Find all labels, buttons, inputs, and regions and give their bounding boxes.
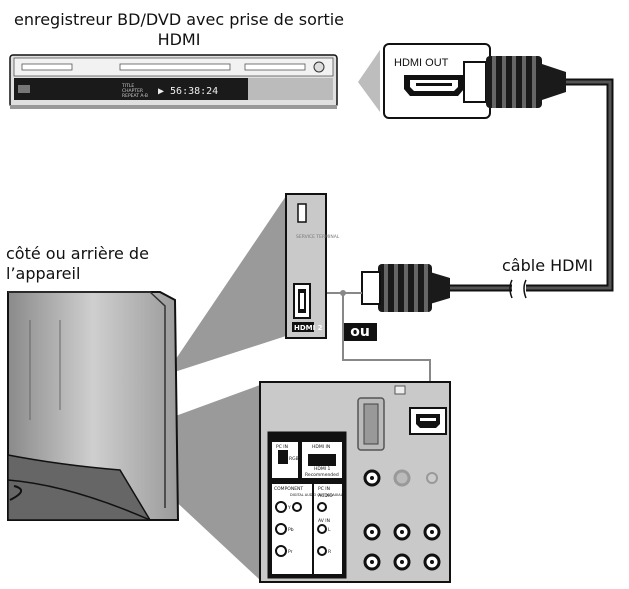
recorder-display-row-3: REPEAT A-B xyxy=(122,93,148,99)
recorder-zoom-arrow xyxy=(358,50,380,112)
side-zoom-beam xyxy=(165,196,286,375)
hdmi-plug-side xyxy=(361,264,450,312)
pc-in-audio-label: PC IN xyxy=(318,486,330,492)
tv-rear-panel xyxy=(259,381,451,583)
y-label: Y xyxy=(287,505,291,511)
recorder-display-row-1: TITLE xyxy=(121,83,134,89)
recommended-label: Recommended xyxy=(305,472,339,478)
cable-break xyxy=(509,279,527,299)
tv-side-label: côté ou arrière de l’appareil xyxy=(6,244,149,283)
av-in-label: AV IN xyxy=(318,518,330,524)
recorder-display-row-2: CHAPTER xyxy=(122,88,143,94)
device-label: enregistreur BD/DVD avec prise de sortie… xyxy=(14,10,345,49)
hdmi-plug-top xyxy=(463,56,566,108)
pr-label: Pr xyxy=(288,549,293,555)
cable-label: câble HDMI xyxy=(502,256,594,275)
component-label: COMPONENT xyxy=(274,486,303,492)
l-label: L xyxy=(328,527,331,533)
audio-label: AUDIO xyxy=(318,493,333,499)
rgb-label: RGB xyxy=(289,456,299,462)
pb-label: Pb xyxy=(288,527,294,533)
tv-side-panel xyxy=(285,193,327,339)
hdmi-2-label: HDMI 2 xyxy=(294,324,323,332)
bd-dvd-recorder xyxy=(9,54,338,109)
hdmi-in-label: HDMI IN xyxy=(312,444,330,450)
hdmi-out-label: HDMI OUT xyxy=(394,57,449,69)
pc-in-label: PC IN xyxy=(276,444,288,450)
hdmi-1-label: HDMI 1 xyxy=(314,466,330,472)
digital-audio-label: DIGITAL AUDIO OUT (COAXIAL) xyxy=(290,493,345,497)
service-terminal-label: SERVICE TERMINAL xyxy=(296,234,340,240)
tv-body xyxy=(7,291,180,521)
recorder-time-display: ▶ 56:38:24 xyxy=(158,86,218,97)
r-label: R xyxy=(328,549,331,555)
or-badge: ou xyxy=(343,323,377,341)
